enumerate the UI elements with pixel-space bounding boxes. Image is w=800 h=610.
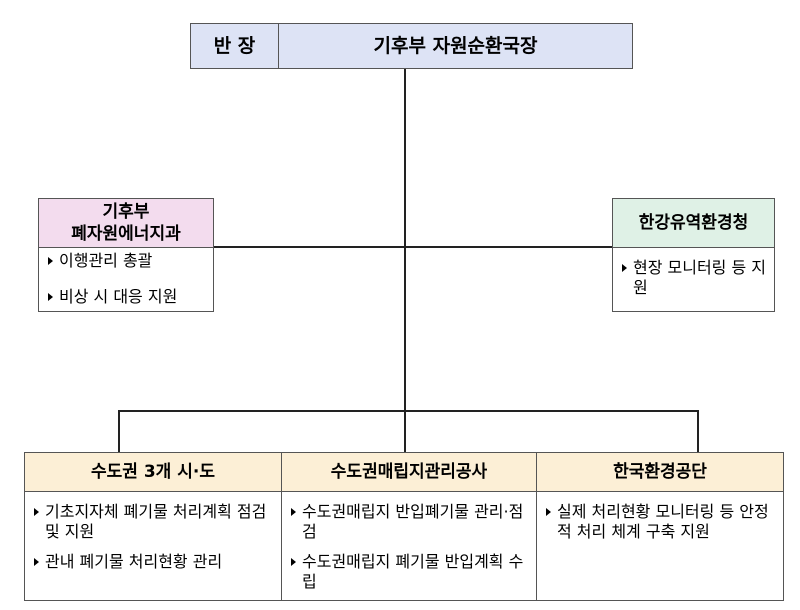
bottom-item: 수도권매립지 반입폐기물 관리·점검 xyxy=(288,502,530,542)
connector-horizontal-mid xyxy=(214,246,612,248)
bottom-item: 관내 폐기물 처리현황 관리 xyxy=(31,552,275,572)
bottom-col-title: 수도권매립지관리공사 xyxy=(282,453,536,492)
bottom-item: 기초지자체 폐기물 처리계획 점검 및 지원 xyxy=(31,502,275,542)
connector-horizontal-bottom xyxy=(118,410,698,412)
bottom-col-1: 수도권 3개 시·도 기초지자체 폐기물 처리계획 점검 및 지원 관내 폐기물… xyxy=(25,453,282,600)
bottom-col-title: 한국환경공단 xyxy=(537,453,783,492)
connector-drop-2 xyxy=(404,410,406,452)
left-org-title: 기후부 폐자원에너지과 xyxy=(39,199,213,248)
head-role: 반 장 xyxy=(191,24,279,68)
right-org-box: 한강유역환경청 현장 모니터링 등 지원 xyxy=(612,198,775,312)
connector-drop-3 xyxy=(697,410,699,452)
right-org-title: 한강유역환경청 xyxy=(613,199,774,248)
head-name: 기후부 자원순환국장 xyxy=(373,35,538,57)
bottom-col-title: 수도권 3개 시·도 xyxy=(25,453,281,492)
left-item: 이행관리 총괄 xyxy=(45,251,207,271)
left-org-box: 기후부 폐자원에너지과 이행관리 총괄 비상 시 대응 지원 xyxy=(38,198,214,312)
connector-vertical-main xyxy=(404,69,406,411)
bottom-item: 수도권매립지 폐기물 반입계획 수립 xyxy=(288,552,530,592)
right-item: 현장 모니터링 등 지원 xyxy=(619,258,768,298)
head-box: 반 장 기후부 자원순환국장 xyxy=(190,23,633,69)
bottom-item: 실제 처리현황 모니터링 등 안정적 처리 체계 구축 지원 xyxy=(543,502,777,542)
bottom-col-3: 한국환경공단 실제 처리현황 모니터링 등 안정적 처리 체계 구축 지원 xyxy=(537,453,783,600)
left-title-line2: 폐자원에너지과 xyxy=(71,224,181,244)
left-title-line1: 기후부 xyxy=(102,202,150,222)
bottom-col-2: 수도권매립지관리공사 수도권매립지 반입폐기물 관리·점검 수도권매립지 폐기물… xyxy=(282,453,537,600)
connector-drop-1 xyxy=(118,410,120,452)
left-item: 비상 시 대응 지원 xyxy=(45,287,207,307)
bottom-org-table: 수도권 3개 시·도 기초지자체 폐기물 처리계획 점검 및 지원 관내 폐기물… xyxy=(24,452,784,601)
